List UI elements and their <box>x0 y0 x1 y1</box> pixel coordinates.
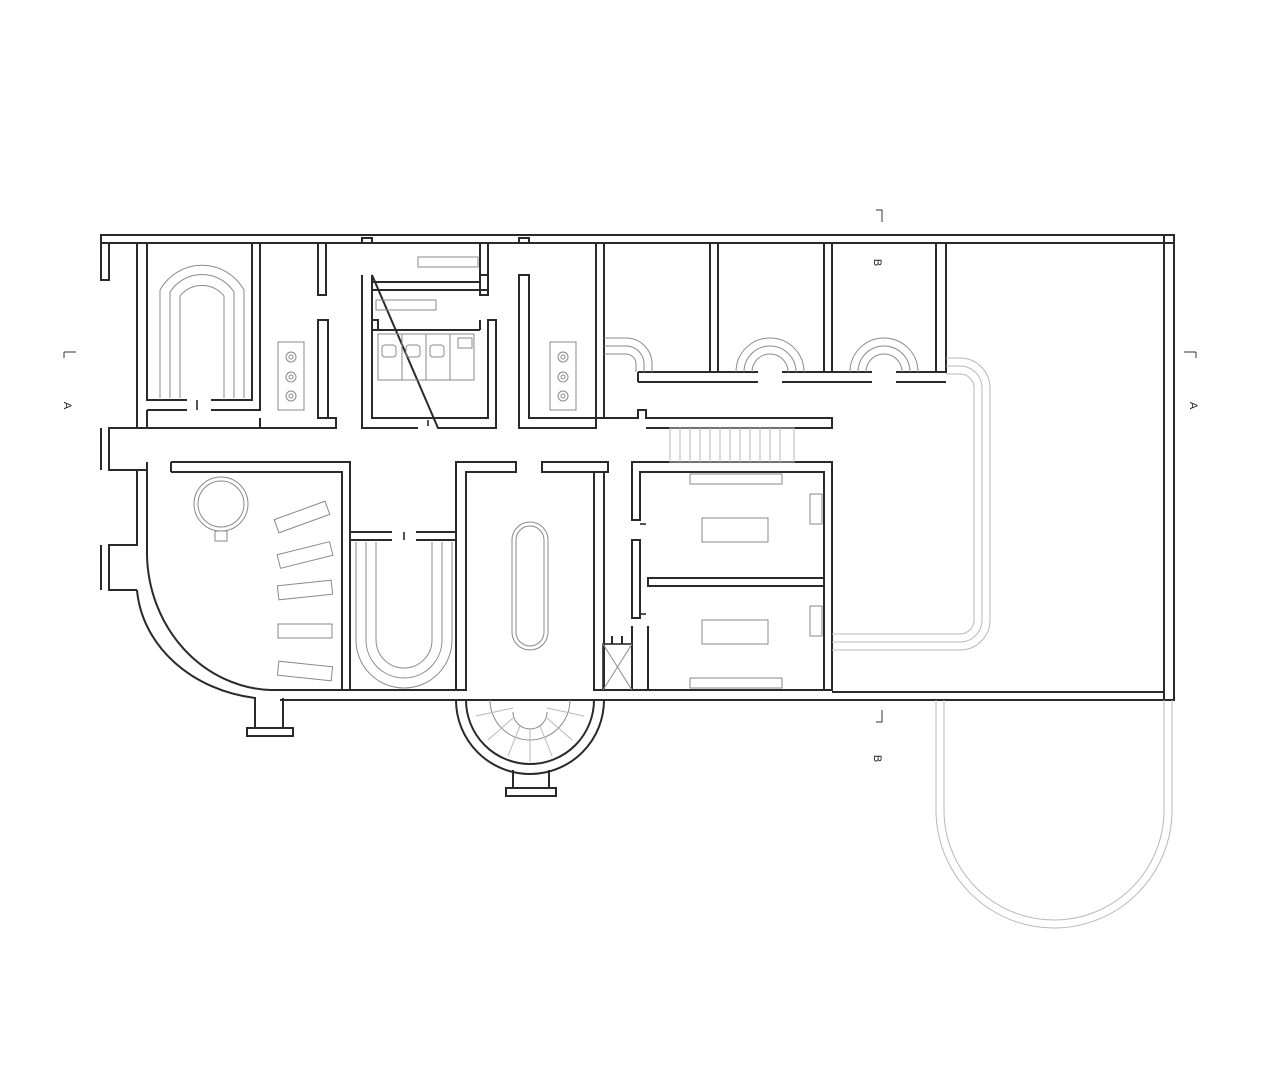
section-marker-a-right: A <box>1184 351 1199 410</box>
shower-fixtures <box>277 341 577 411</box>
section-marker-b-top: B <box>871 209 883 267</box>
door-marks <box>196 400 646 615</box>
ramp-u-middle <box>355 542 453 689</box>
ramp-u-left <box>159 264 245 398</box>
section-marker-b-bottom: B <box>871 710 883 763</box>
round-tub <box>193 476 249 542</box>
section-label-b-bottom: B <box>871 755 883 763</box>
exterior-walls <box>100 234 1175 737</box>
outdoor-ramp <box>832 357 991 651</box>
section-label-b-top: B <box>871 259 883 267</box>
lounge-chairs <box>273 500 334 682</box>
interior-walls <box>137 237 947 691</box>
wc-cubicles <box>375 256 479 381</box>
room-alcoves <box>604 337 919 373</box>
spiral-stair-tower <box>455 699 605 797</box>
oval-pool <box>511 521 549 651</box>
stair-flight <box>669 427 795 463</box>
section-label-a-right: A <box>1187 402 1199 410</box>
massage-tables <box>689 473 823 689</box>
outdoor-pool-outline <box>935 700 1173 929</box>
section-label-a-left: A <box>61 402 73 410</box>
section-marker-a-left: A <box>61 351 76 410</box>
